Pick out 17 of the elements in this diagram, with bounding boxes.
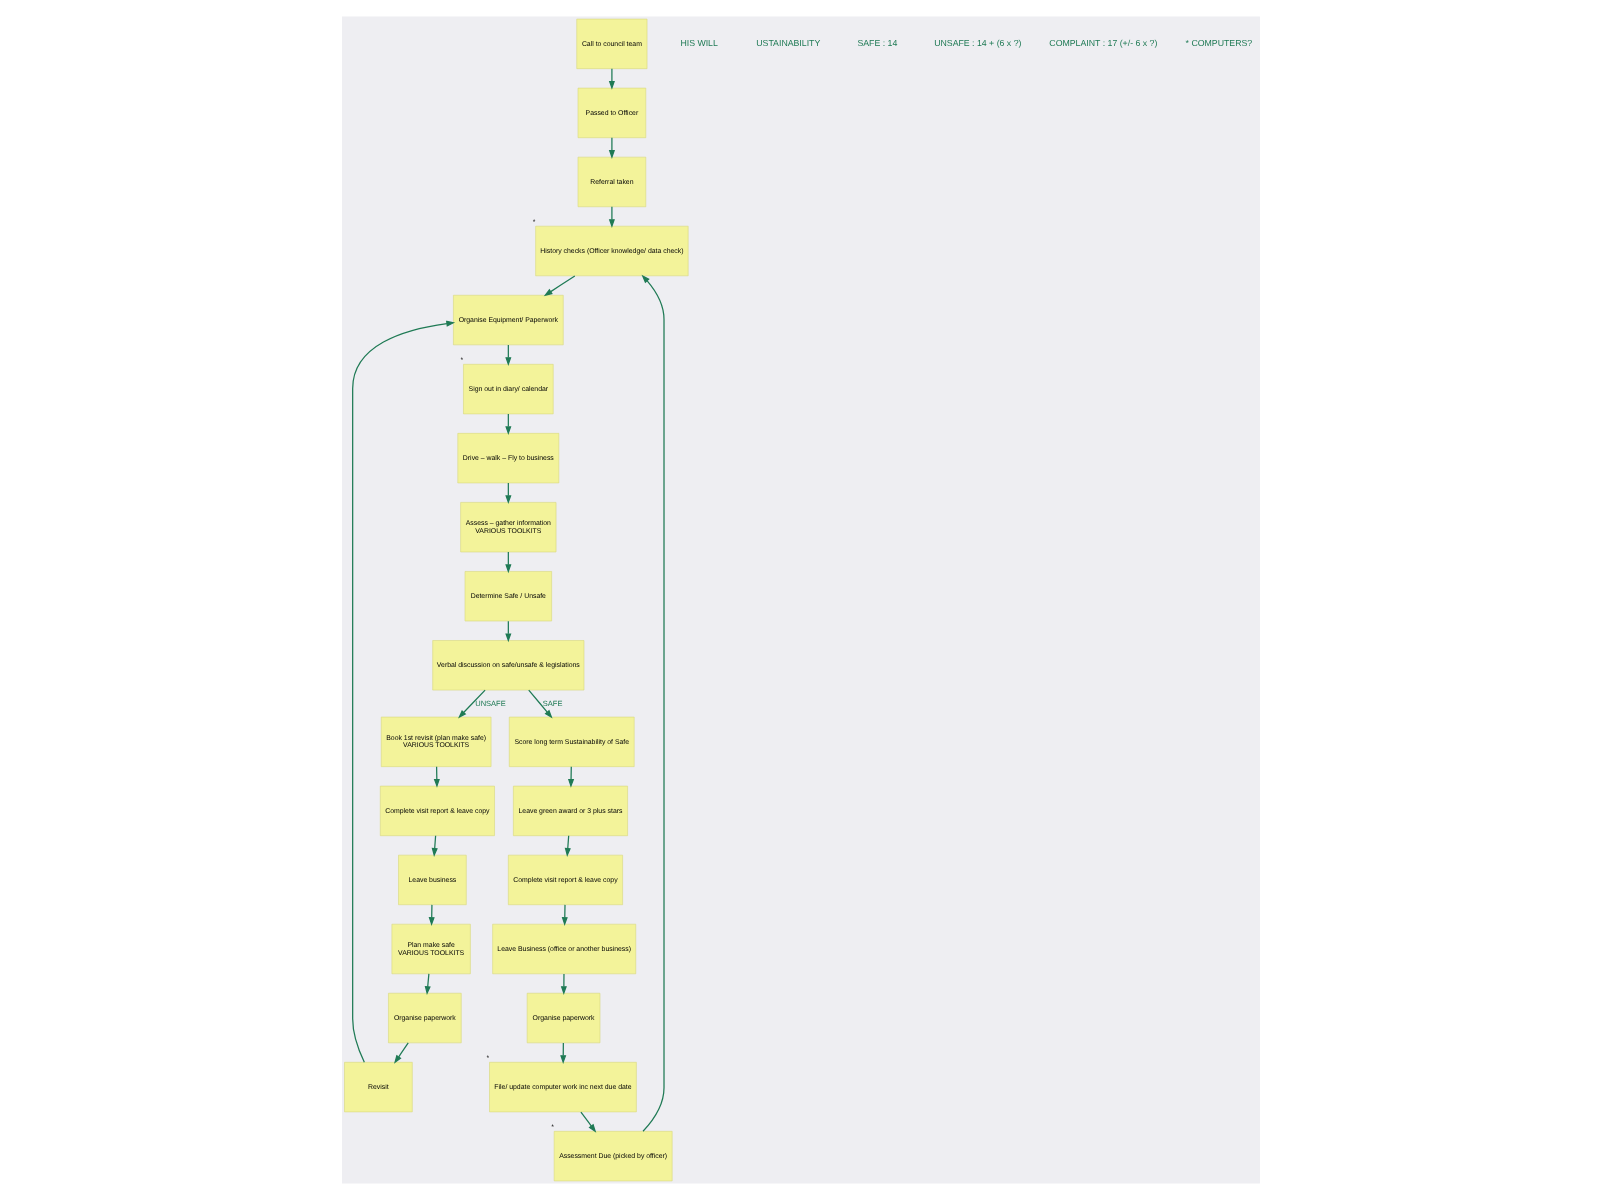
arrow <box>607 137 614 159</box>
arrow <box>563 835 570 857</box>
arrow <box>607 68 614 90</box>
arrow <box>393 1042 408 1064</box>
arrow <box>560 904 567 926</box>
arrow <box>542 275 575 297</box>
arrow <box>640 274 664 1132</box>
arrow <box>559 973 566 995</box>
arrow <box>427 904 434 926</box>
arrow <box>579 1111 596 1133</box>
arrow <box>607 206 614 228</box>
arrow <box>423 973 430 995</box>
arrow <box>566 766 574 788</box>
arrow <box>351 320 455 1063</box>
arrow <box>430 835 437 857</box>
arrow <box>527 689 552 719</box>
arrow <box>457 689 485 719</box>
